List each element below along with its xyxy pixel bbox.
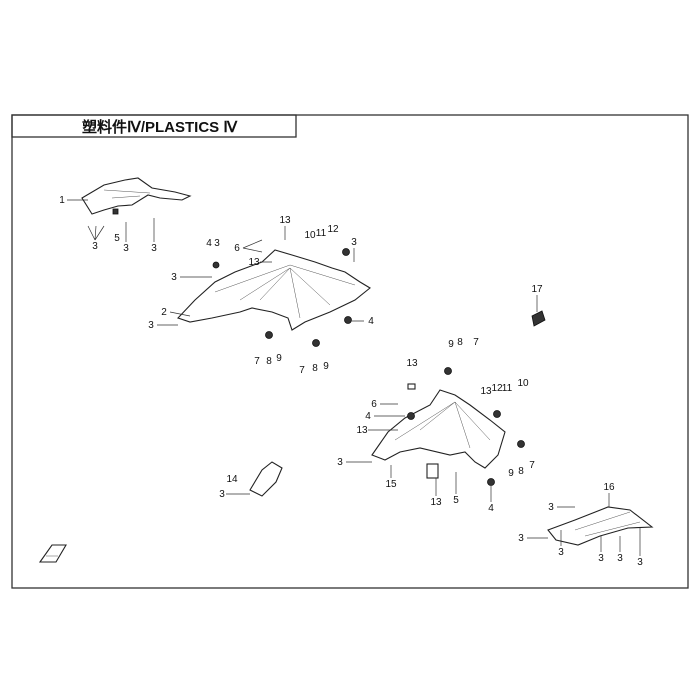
callout-label: 3 <box>598 553 604 564</box>
diagram-title: 塑料件Ⅳ/PLASTICS Ⅳ <box>82 118 238 136</box>
callout-label: 7 <box>473 337 479 348</box>
callout-label: 1 <box>59 195 65 206</box>
callout-label: 9 <box>508 468 514 479</box>
callout-label: 13 <box>480 386 492 397</box>
callout-label: 7 <box>254 356 260 367</box>
callout-label: 3 <box>151 243 157 254</box>
callout-label: 3 <box>214 238 220 249</box>
callout-label: 13 <box>430 497 442 508</box>
logo-badge-icon <box>38 544 67 563</box>
callout-label: 6 <box>371 399 377 410</box>
callout-label: 8 <box>518 466 524 477</box>
callout-label: 11 <box>316 228 327 239</box>
callout-label: 10 <box>517 378 529 389</box>
callout-label: 2 <box>161 307 167 318</box>
callout-label: 3 <box>548 502 554 513</box>
callout-label: 13 <box>279 215 291 226</box>
callout-label: 10 <box>304 230 316 241</box>
callout-label: 3 <box>219 489 225 500</box>
callout-label: 7 <box>529 460 535 471</box>
callout-label: 7 <box>299 365 305 376</box>
callout-label: 9 <box>276 353 282 364</box>
callout-label: 8 <box>457 337 463 348</box>
leader-lines <box>67 199 641 556</box>
callout-label: 11 <box>502 383 513 394</box>
callout-label: 3 <box>558 547 564 558</box>
callout-label: 3 <box>92 241 98 252</box>
callout-label: 3 <box>337 457 343 468</box>
part-17-clip <box>531 310 546 327</box>
callout-label: 4 <box>365 411 371 422</box>
callout-label: 16 <box>603 482 615 493</box>
callout-label: 13 <box>406 358 418 369</box>
callout-label: 3 <box>351 237 357 248</box>
diagram-frame <box>11 114 689 589</box>
part-1-cover <box>81 177 192 215</box>
part-16-guard <box>547 506 654 546</box>
callout-label: 9 <box>323 361 329 372</box>
callout-label: 4 <box>488 503 494 514</box>
part-2-frame <box>177 248 371 347</box>
callout-label: 4 <box>368 316 374 327</box>
callout-label: 3 <box>637 557 643 568</box>
callout-label: 17 <box>531 284 543 295</box>
callout-label: 13 <box>356 425 368 436</box>
callout-label: 8 <box>266 356 272 367</box>
callout-label: 12 <box>491 383 503 394</box>
callout-label: 3 <box>123 243 129 254</box>
callout-label: 15 <box>385 479 397 490</box>
part-14-bracket <box>249 461 283 497</box>
callout-label: 14 <box>226 474 238 485</box>
callout-label: 12 <box>327 224 339 235</box>
callout-label: 3 <box>148 320 154 331</box>
callout-label: 13 <box>248 257 260 268</box>
callout-label: 3 <box>171 272 177 283</box>
part-15-frame <box>371 367 525 486</box>
callout-label: 9 <box>448 339 454 350</box>
callout-label: 4 <box>206 238 212 249</box>
callout-label: 8 <box>312 363 318 374</box>
callout-label: 6 <box>234 243 240 254</box>
callout-label: 3 <box>518 533 524 544</box>
title-box <box>11 114 297 138</box>
callout-label: 5 <box>114 233 120 244</box>
callout-label: 5 <box>453 495 459 506</box>
callout-label: 3 <box>617 553 623 564</box>
